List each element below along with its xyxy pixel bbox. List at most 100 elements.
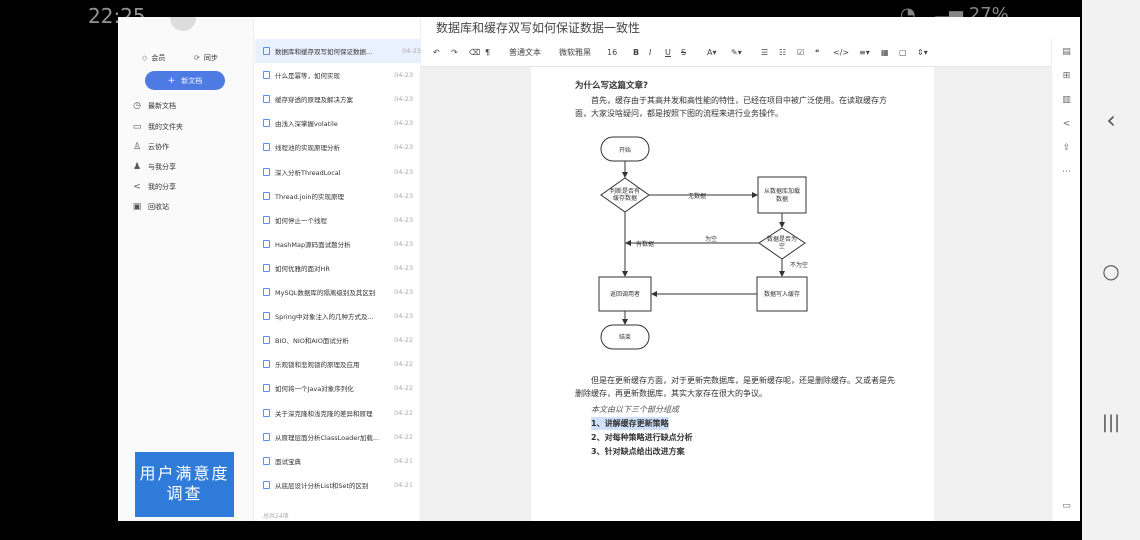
doc-list-item[interactable]: 如何将一个Java对象序列化 04-22 [263, 376, 413, 400]
flow-end [600, 324, 650, 350]
doc-date: 04-21 [394, 480, 413, 489]
nav-item-folders[interactable]: ▭我的文件夹 [132, 119, 183, 135]
doc-icon [263, 95, 270, 104]
window-title: 数据库和缓存双写如何保证数据一致性 [436, 21, 641, 35]
size-select[interactable]: 16 [607, 48, 618, 57]
doc-title: 乐观锁和悲观锁的原理及应用 [275, 361, 360, 370]
share-icon[interactable]: < [1062, 119, 1071, 129]
sync-label: 同步 [203, 54, 218, 62]
style-select[interactable]: 普通文本 [509, 48, 541, 57]
panel-toggle-icon[interactable]: ▭ [1062, 501, 1071, 511]
doc-icon [263, 312, 270, 321]
clear-format-icon[interactable]: ⌫ [469, 48, 481, 57]
nav-label: 云协作 [148, 143, 169, 151]
doc-icon [263, 71, 270, 80]
sync-button[interactable]: ⟳同步 [194, 53, 218, 63]
document-page[interactable]: 为什么写这篇文章? 首先，缓存由于其高并发和高性能的特性，已经在项目中被广泛使用… [531, 67, 934, 521]
doc-title: 从原理层面分析ClassLoader加载... [275, 433, 380, 442]
new-doc-label: 新文档 [181, 76, 203, 85]
home-icon[interactable]: ○ [1102, 259, 1120, 283]
nav-item-shared-with-me[interactable]: ♟与我分享 [132, 159, 176, 175]
format-painter-icon[interactable]: ¶ [485, 48, 491, 57]
save-icon[interactable]: ▤ [1062, 47, 1071, 57]
nav-label: 我的文件夹 [148, 123, 183, 131]
strike-button[interactable]: S [681, 48, 687, 57]
flow-end-label: 结束 [619, 333, 631, 341]
doc-list-item[interactable]: BIO、NIO和AIO面试分析 04-22 [263, 328, 413, 352]
doc-date: 04-23 [394, 288, 413, 296]
nav-label: 最新文档 [148, 102, 176, 110]
doc-list-item[interactable]: Spring中对象注入的几种方式及...04-23 [263, 304, 413, 328]
image-icon[interactable]: ▢ [899, 48, 907, 57]
outline-icon[interactable]: ▥ [1062, 95, 1071, 105]
flow-is-empty-label: 为空 [705, 235, 717, 243]
doc-icon [263, 408, 270, 417]
nav-label: 与我分享 [148, 163, 176, 171]
doc-date: 04-23 [394, 143, 413, 152]
ordered-list-icon[interactable]: ☰ [761, 48, 769, 57]
doc-list-item[interactable]: 缓存穿透的原理及解决方案 04-23 [263, 87, 413, 111]
doc-title: 如何将一个Java对象序列化 [275, 385, 354, 394]
doc-paragraph-1: 首先，缓存由于其高并发和高性能的特性，已经在项目中被广泛使用。在读取缓存方面，大… [575, 96, 887, 118]
new-doc-button[interactable]: +新文档 [145, 71, 225, 90]
doc-date: 04-23 [394, 71, 413, 80]
table-icon[interactable]: ▦ [881, 48, 889, 57]
flowchart: 开始 判断是否有 缓存数据 无数据 从数据库加载 数据 数据是否为 空 有数据 … [598, 136, 808, 350]
back-icon[interactable]: ‹ [1106, 106, 1116, 134]
bullet-list-icon[interactable]: ☷ [779, 48, 787, 57]
nav-item-trash[interactable]: ▣回收站 [132, 199, 169, 215]
insert-icon[interactable]: ⊞ [1062, 71, 1071, 81]
doc-title: BIO、NIO和AIO面试分析 [275, 337, 349, 346]
underline-button[interactable]: U [665, 48, 671, 57]
doc-date: 04-23 [394, 95, 413, 104]
quote-icon[interactable]: ❝ [815, 48, 820, 57]
font-color-icon[interactable]: A▾ [707, 48, 717, 57]
avatar[interactable] [170, 17, 196, 31]
doc-date: 04-22 [394, 336, 413, 345]
checkbox-icon[interactable]: ☑ [797, 48, 805, 57]
export-icon[interactable]: ⇪ [1062, 143, 1071, 153]
flow-has-data-label: 有数据 [636, 240, 654, 248]
highlight-icon[interactable]: ✎▾ [731, 48, 742, 57]
align-icon[interactable]: ≡▾ [859, 48, 870, 57]
doc-date: 04-23 [394, 215, 413, 224]
member-button[interactable]: ◇会员 [142, 53, 165, 63]
code-icon[interactable]: </> [833, 48, 850, 57]
survey-banner[interactable]: 用户满意度调查 [135, 452, 234, 517]
line-spacing-icon[interactable]: ⇕▾ [917, 48, 928, 57]
nav-item-latest[interactable]: ◷最新文档 [132, 98, 176, 114]
flow-return-label: 返回调用者 [610, 290, 640, 298]
nav-item-collab[interactable]: ♙云协作 [132, 139, 169, 155]
doc-title: 缓存穿透的原理及解决方案 [275, 96, 353, 105]
bold-button[interactable]: B [633, 48, 640, 57]
undo-icon[interactable]: ↶ [433, 48, 440, 57]
doc-date: 04-23 [394, 119, 413, 128]
more-icon[interactable]: ⋯ [1062, 167, 1071, 177]
font-select[interactable]: 微软雅黑 [559, 48, 591, 57]
recents-icon[interactable]: ||| [1101, 411, 1121, 433]
doc-date: 04-22 [394, 384, 413, 393]
doc-list-item[interactable]: 从原理层面分析ClassLoader加载...04-22 [263, 425, 413, 449]
italic-button[interactable]: I [649, 48, 652, 57]
redo-icon[interactable]: ↷ [451, 48, 458, 57]
nav-item-my-shares[interactable]: <我的分享 [132, 179, 176, 195]
flow-not-empty-label: 不为空 [790, 261, 808, 269]
doc-title: HashMap源码面试题分析 [275, 240, 351, 249]
doc-date: 04-23 [394, 167, 413, 176]
doc-list-item[interactable]: 数据库和缓存双写如何保证数据...04-23 [255, 39, 421, 63]
doc-title: 数据库和缓存双写如何保证数据... [275, 48, 373, 56]
